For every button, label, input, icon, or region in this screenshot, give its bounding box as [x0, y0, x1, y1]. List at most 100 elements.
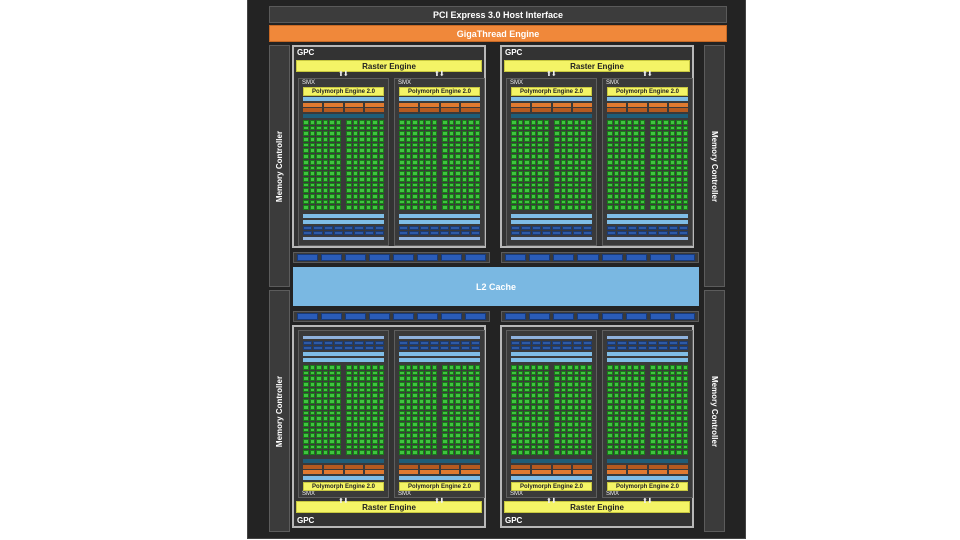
cuda-core [455, 421, 461, 427]
cuda-core [352, 171, 358, 176]
cuda-core [329, 137, 335, 142]
cuda-core [530, 365, 536, 370]
cuda-core [517, 410, 523, 416]
cuda-core [309, 188, 315, 193]
cuda-core [405, 427, 411, 433]
cuda-core [530, 450, 536, 455]
cuda-core [418, 199, 424, 205]
cuda-core [607, 120, 613, 125]
cuda-core [537, 137, 543, 142]
texture-cache [399, 237, 480, 240]
cuda-core [669, 159, 675, 165]
crossbar-bottom-left [293, 311, 490, 322]
cuda-core [431, 382, 437, 387]
cuda-core [378, 188, 384, 193]
cuda-core [359, 421, 365, 427]
cuda-core-grid [399, 120, 480, 210]
crossbar-segment [673, 254, 695, 261]
cuda-core [663, 444, 669, 450]
cuda-core [461, 438, 467, 444]
cuda-core [372, 416, 378, 421]
cuda-core [543, 416, 549, 421]
cuda-core [346, 159, 352, 165]
cuda-core [543, 387, 549, 393]
cuda-core [607, 427, 613, 433]
cuda-core [316, 421, 322, 427]
core-gap [550, 131, 553, 136]
cuda-core [517, 365, 523, 370]
cuda-core [580, 125, 586, 131]
cuda-core [554, 399, 560, 404]
cuda-core [329, 421, 335, 427]
cuda-core [405, 137, 411, 142]
cuda-core [554, 182, 560, 188]
cuda-core [676, 193, 682, 199]
cuda-core [656, 137, 662, 142]
cuda-core [573, 438, 579, 444]
core-gap [646, 126, 649, 131]
core-gap [550, 148, 553, 153]
cuda-core [468, 444, 474, 450]
cuda-core [676, 438, 682, 444]
texture-unit [668, 226, 678, 230]
cuda-core [554, 171, 560, 176]
cuda-core [517, 193, 523, 199]
cuda-core [442, 154, 448, 159]
texture-units [511, 341, 592, 350]
crossbar-segment [441, 254, 462, 261]
cuda-core [322, 433, 328, 438]
cuda-core [586, 188, 592, 193]
dispatch-block [344, 465, 364, 469]
cuda-core [474, 393, 480, 399]
cuda-core [399, 370, 405, 376]
cuda-core [573, 450, 579, 455]
cuda-core [455, 125, 461, 131]
cuda-core [537, 188, 543, 193]
core-gap [342, 411, 345, 416]
cuda-core [626, 393, 632, 399]
cuda-core [682, 438, 688, 444]
smx-label: SMX [302, 80, 316, 86]
interconnect [303, 214, 384, 218]
cuda-core [580, 444, 586, 450]
cuda-core [517, 176, 523, 182]
cuda-core [613, 376, 619, 382]
texture-unit [531, 346, 541, 350]
cuda-core [365, 427, 371, 433]
cuda-core [633, 148, 639, 154]
cuda-core [352, 193, 358, 199]
scheduler-block [440, 470, 460, 474]
texture-unit [303, 226, 313, 230]
cuda-core [586, 199, 592, 205]
cuda-core [303, 137, 309, 142]
cuda-core [669, 188, 675, 193]
cuda-core [656, 154, 662, 159]
cuda-core [626, 188, 632, 193]
cuda-core [656, 159, 662, 165]
cuda-core [524, 376, 530, 382]
core-gap [438, 405, 441, 410]
texture-unit [429, 226, 439, 230]
cuda-core [524, 131, 530, 137]
cuda-core [442, 399, 448, 404]
texture-unit [450, 231, 460, 235]
cuda-core [676, 182, 682, 188]
cuda-core [560, 142, 566, 148]
cuda-core [405, 382, 411, 387]
cuda-core [372, 125, 378, 131]
cuda-core [543, 148, 549, 154]
register-file [303, 97, 384, 101]
cuda-core [567, 131, 573, 137]
texture-unit [562, 341, 572, 345]
cuda-core [418, 188, 424, 193]
scheduler-block [461, 470, 480, 474]
cuda-core [573, 427, 579, 433]
cuda-core [682, 416, 688, 421]
cuda-core [607, 193, 613, 199]
cuda-core [656, 188, 662, 193]
cuda-core [650, 427, 656, 433]
core-gap [646, 177, 649, 182]
cuda-core [663, 176, 669, 182]
cuda-core [656, 193, 662, 199]
